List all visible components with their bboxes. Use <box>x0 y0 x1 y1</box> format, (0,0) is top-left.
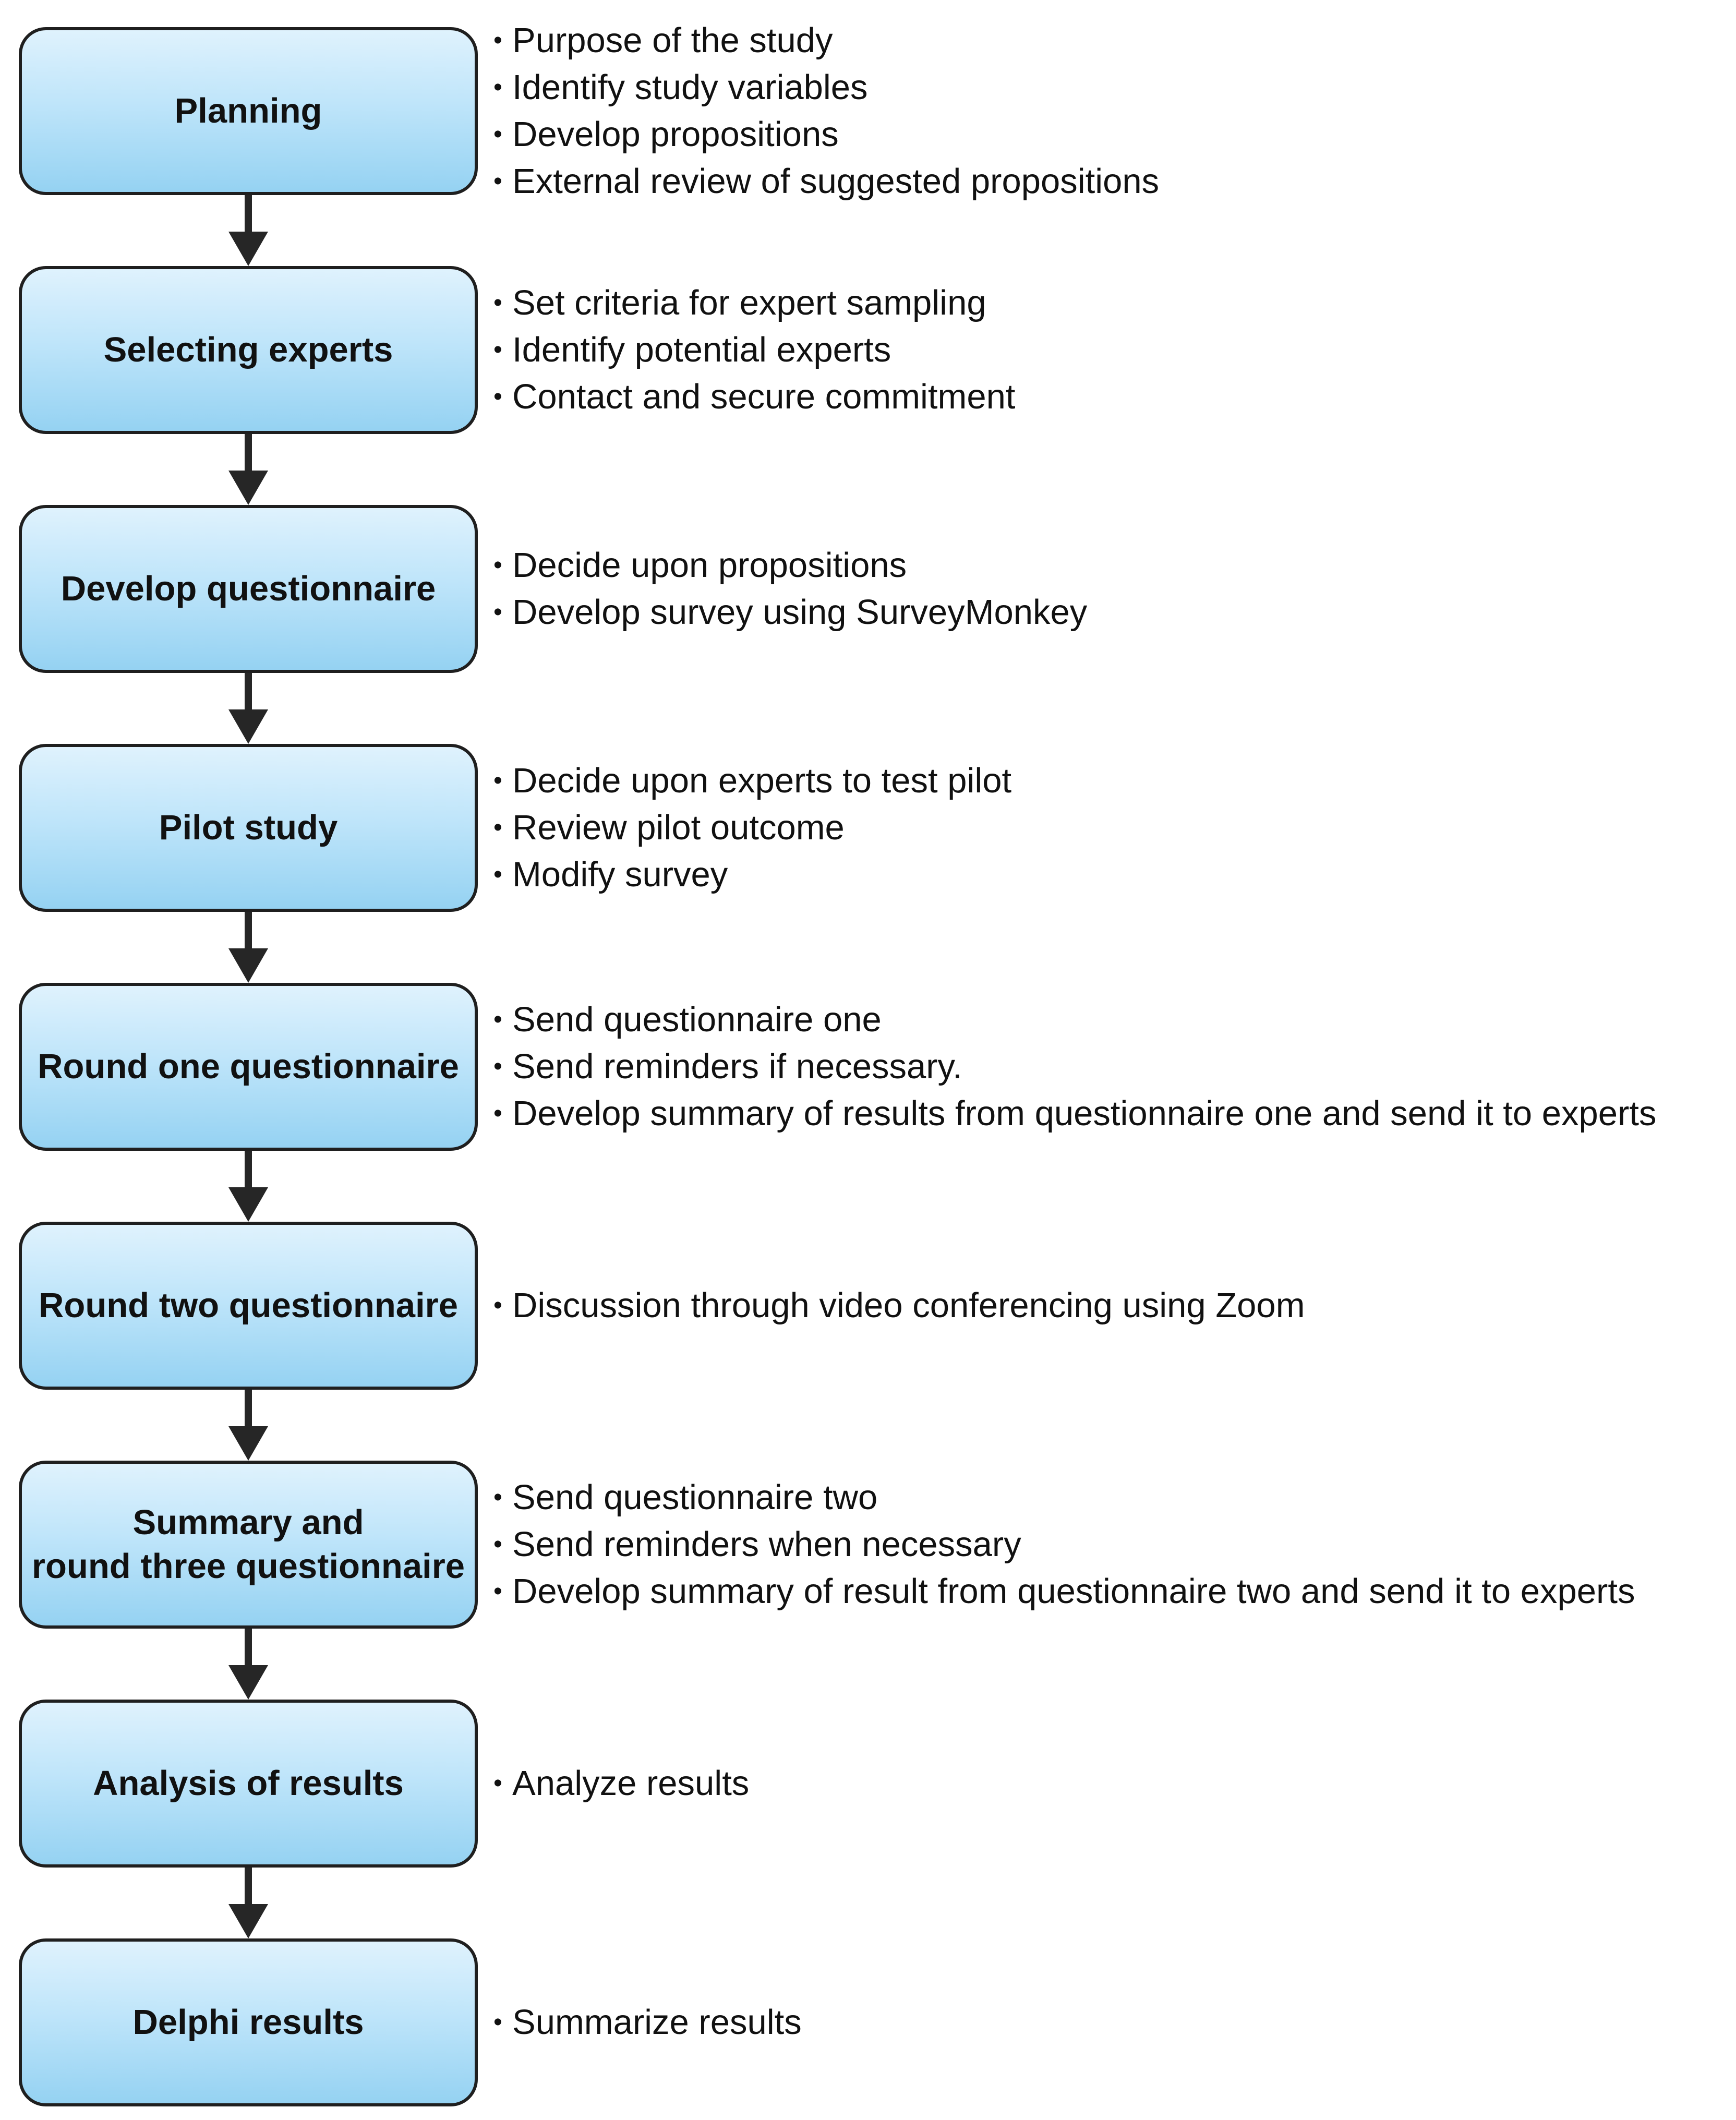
stage-bullet-item: Review pilot outcome <box>493 804 1730 851</box>
stage-label: Delphi results <box>132 2003 364 2042</box>
arrow-head <box>228 471 268 505</box>
arrow-head <box>228 1187 268 1222</box>
arrow-down-icon <box>228 1151 268 1222</box>
stage-bullet-list: Analyze results <box>493 1700 1730 1868</box>
stage-bullet-item: Develop summary of results from question… <box>493 1090 1730 1137</box>
stage-box: Planning <box>19 27 478 195</box>
arrow-head <box>228 948 268 983</box>
stage-label: Planning <box>174 91 322 130</box>
flow-stage: Pilot study Decide upon experts to test p… <box>0 744 1736 912</box>
stage-bullet-item: Contact and secure commitment <box>493 374 1730 420</box>
arrow-shaft <box>245 195 252 235</box>
stage-bullet-item: Identify potential experts <box>493 327 1730 374</box>
stage-bullet-list: Discussion through video conferencing us… <box>493 1222 1730 1390</box>
flow-arrow <box>227 912 269 983</box>
arrow-down-icon <box>228 195 268 266</box>
arrow-shaft <box>245 1868 252 1907</box>
stage-label: Develop questionnaire <box>61 569 436 608</box>
stage-label: Selecting experts <box>103 330 393 369</box>
stage-bullet-list: Decide upon experts to test pilotReview … <box>493 744 1730 912</box>
stage-box: Round one questionnaire <box>19 983 478 1151</box>
arrow-head <box>228 709 268 744</box>
stage-bullet-list: Send questionnaire twoSend reminders whe… <box>493 1461 1730 1629</box>
arrow-shaft <box>245 434 252 474</box>
arrow-down-icon <box>228 912 268 983</box>
stage-label: Round two questionnaire <box>39 1286 458 1325</box>
stage-bullet-item: Develop summary of result from questionn… <box>493 1568 1730 1615</box>
stage-bullet-item: Develop survey using SurveyMonkey <box>493 589 1730 636</box>
arrow-down-icon <box>228 1868 268 1938</box>
arrow-head <box>228 1426 268 1461</box>
arrow-head <box>228 232 268 266</box>
arrow-down-icon <box>228 434 268 505</box>
stage-box: Analysis of results <box>19 1700 478 1868</box>
flow-stage: Delphi results Summarize results <box>0 1938 1736 2106</box>
flow-stage: Analysis of results Analyze results <box>0 1700 1736 1868</box>
stage-label: Summary and round three questionnaire <box>31 1503 465 1586</box>
flow-arrow <box>227 195 269 266</box>
stage-bullet-list: Decide upon propositionsDevelop survey u… <box>493 505 1730 673</box>
arrow-shaft <box>245 1629 252 1668</box>
stage-label: Pilot study <box>159 808 338 847</box>
stage-bullet-item: Send questionnaire two <box>493 1474 1730 1521</box>
stage-bullet-list: Purpose of the studyIdentify study varia… <box>493 17 1730 205</box>
arrow-down-icon <box>228 1390 268 1461</box>
stage-bullet-list: Set criteria for expert samplingIdentify… <box>493 266 1730 434</box>
stage-bullet-item: Summarize results <box>493 1999 1730 2046</box>
arrow-down-icon <box>228 673 268 744</box>
flow-arrow <box>227 1868 269 1938</box>
stage-bullet-list: Send questionnaire oneSend reminders if … <box>493 983 1730 1151</box>
stage-bullet-list: Summarize results <box>493 1938 1730 2106</box>
stage-bullet-item: Analyze results <box>493 1760 1730 1807</box>
stage-bullet-item: Modify survey <box>493 851 1730 898</box>
stage-bullet-item: Send reminders if necessary. <box>493 1043 1730 1090</box>
stage-box: Round two questionnaire <box>19 1222 478 1390</box>
flow-arrow <box>227 1390 269 1461</box>
stage-box: Summary and round three questionnaire <box>19 1461 478 1629</box>
stage-bullet-item: Set criteria for expert sampling <box>493 280 1730 327</box>
stage-bullet-item: Send reminders when necessary <box>493 1521 1730 1568</box>
stage-bullet-item: Decide upon experts to test pilot <box>493 757 1730 804</box>
stage-bullet-item: Discussion through video conferencing us… <box>493 1282 1730 1329</box>
flow-stage: Selecting experts Set criteria for expert… <box>0 266 1736 434</box>
stage-box: Pilot study <box>19 744 478 912</box>
stage-box: Develop questionnaire <box>19 505 478 673</box>
arrow-shaft <box>245 1390 252 1429</box>
stage-bullet-item: Purpose of the study <box>493 17 1730 64</box>
stage-box: Selecting experts <box>19 266 478 434</box>
stage-box: Delphi results <box>19 1938 478 2106</box>
stage-label: Round one questionnaire <box>38 1047 459 1086</box>
flow-arrow <box>227 1151 269 1222</box>
arrow-head <box>228 1904 268 1938</box>
flow-stage: Develop questionnaire Decide upon proposi… <box>0 505 1736 673</box>
flow-stage: Round two questionnaire Discussion throug… <box>0 1222 1736 1390</box>
stage-bullet-item: Develop propositions <box>493 111 1730 158</box>
arrow-head <box>228 1665 268 1700</box>
flow-arrow <box>227 673 269 744</box>
flow-arrow <box>227 434 269 505</box>
flow-stage: Round one questionnaire Send questionnair… <box>0 983 1736 1151</box>
stage-bullet-item: Send questionnaire one <box>493 996 1730 1043</box>
arrow-shaft <box>245 673 252 713</box>
stage-bullet-item: Identify study variables <box>493 64 1730 111</box>
stage-label: Analysis of results <box>93 1764 404 1803</box>
arrow-shaft <box>245 912 252 951</box>
flow-stage: Planning Purpose of the studyIdentify stu… <box>0 17 1736 205</box>
flow-stage: Summary and round three questionnaire Sen… <box>0 1461 1736 1629</box>
stage-bullet-item: Decide upon propositions <box>493 542 1730 589</box>
flow-arrow <box>227 1629 269 1700</box>
arrow-shaft <box>245 1151 252 1190</box>
arrow-down-icon <box>228 1629 268 1700</box>
stage-bullet-item: External review of suggested proposition… <box>493 158 1730 205</box>
